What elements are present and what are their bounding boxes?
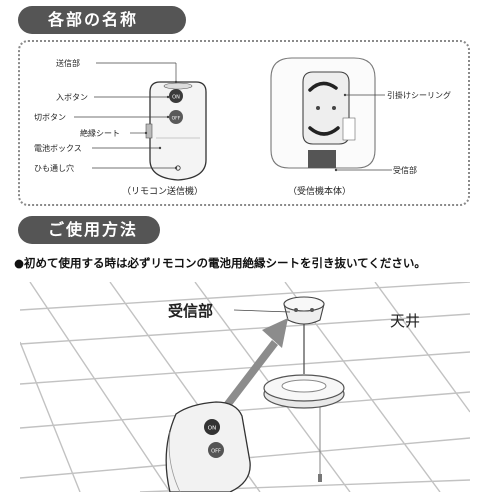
remote-off-text: OFF: [172, 116, 181, 122]
illus-off-text: OFF: [211, 449, 221, 455]
usage-illustration: ON OFF: [20, 282, 470, 492]
label-receiver-part: 受信部: [393, 166, 417, 175]
label-on-button: 入ボタン: [56, 93, 88, 102]
remote-in-use: ON OFF: [165, 401, 251, 492]
remote-on-text: ON: [172, 95, 180, 101]
label-string-hole: ひも通し穴: [34, 164, 74, 173]
receiver-part-block: [308, 150, 336, 168]
label-transmitter: 送信部: [56, 59, 80, 68]
illus-on-text: ON: [208, 426, 216, 432]
section-title-usage: ご使用方法: [48, 220, 139, 239]
usage-note: ●初めて使用する時は必ずリモコンの電池用絶縁シートを引き抜いてください。: [14, 256, 426, 270]
insulation-sheet-tab: [145, 123, 153, 139]
section-header-usage: ご使用方法: [18, 216, 160, 244]
illus-off-button-icon: [208, 442, 224, 458]
illus-receiver-label: 受信部: [168, 302, 214, 320]
off-button-icon: [169, 110, 183, 124]
remote-caption: （リモコン送信機）: [122, 187, 204, 197]
section-header-part-names: 各部の名称: [18, 6, 186, 34]
label-off-button: 切ボタン: [34, 113, 66, 122]
receiver-caption: （受信機本体）: [288, 187, 352, 197]
illus-ceiling-label: 天井: [390, 312, 421, 330]
receiver-illustration: [270, 57, 376, 169]
on-button-icon: [169, 89, 183, 103]
parts-panel: [18, 40, 470, 206]
section-title: 各部の名称: [48, 10, 139, 29]
label-battery-box: 電池ボックス: [34, 144, 82, 153]
illus-on-button-icon: [204, 419, 220, 435]
remote-illustration: ON OFF: [145, 81, 207, 181]
ceiling-receiver: [283, 296, 325, 325]
label-insulation-sheet: 絶縁シート: [80, 129, 120, 138]
signal-arrow: [220, 318, 288, 413]
ceiling-light: [263, 374, 345, 409]
label-ceiling-rosette: 引掛けシーリング: [387, 91, 451, 100]
